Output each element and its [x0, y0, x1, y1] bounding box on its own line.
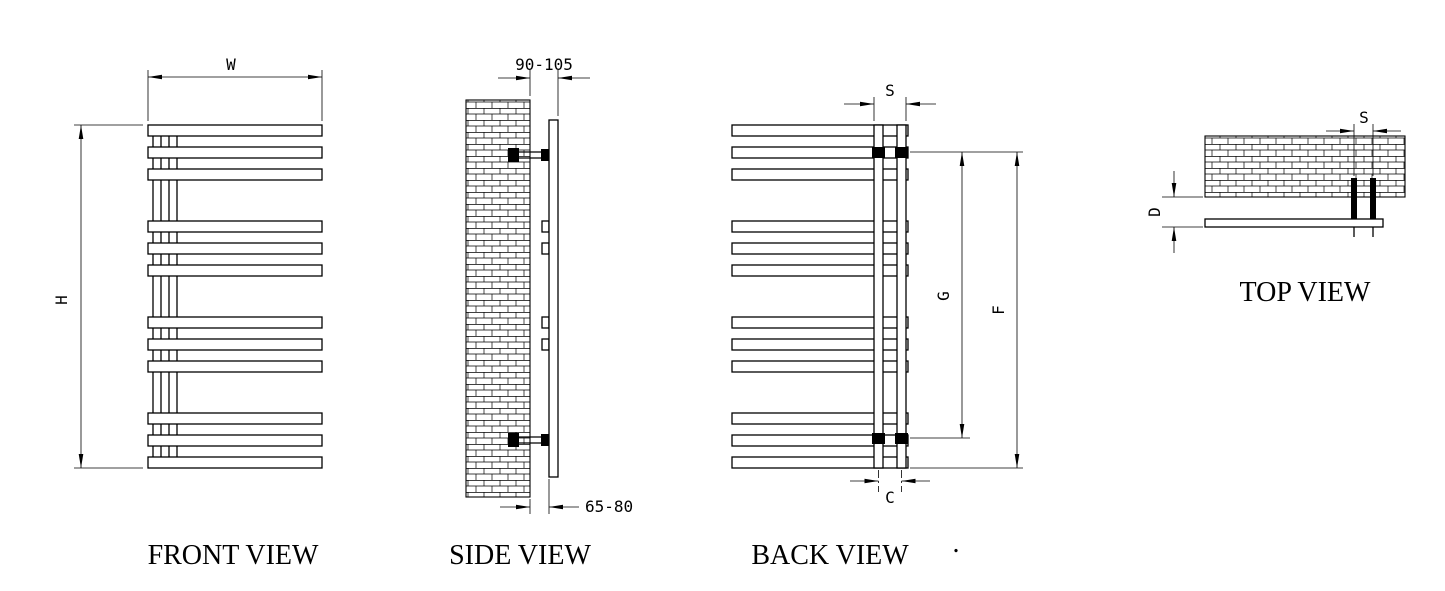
- side-view-title: SIDE VIEW: [449, 540, 591, 571]
- front-width-dimension: W: [147, 55, 323, 121]
- side-bar-end-tabs: [541, 220, 550, 351]
- back-radiator-collector-tubes: [873, 124, 907, 469]
- top-radiator-panel: [1204, 218, 1384, 228]
- top-rail-span-dimension: S: [1326, 108, 1401, 176]
- side-wall-offset-dim-label: 90-105: [515, 55, 573, 74]
- back-rail-span-bottom-dim-label: C: [885, 488, 895, 507]
- side-bracket-depth-dimension: 65-80: [500, 479, 633, 516]
- back-view: S G F C: [731, 81, 1023, 507]
- side-mounting-bracket-top: [508, 148, 549, 162]
- side-radiator-panel: [548, 119, 559, 478]
- side-wall-offset-dimension: 90-105: [498, 55, 590, 116]
- front-radiator-bars: [147, 124, 323, 469]
- front-radiator-collector-tubes: [152, 125, 178, 468]
- back-rail-span-top-dimension: S: [844, 81, 936, 121]
- front-view-title: FRONT VIEW: [148, 540, 319, 571]
- back-bracket-span-dim-label: G: [934, 291, 953, 301]
- top-depth-dim-label: D: [1145, 207, 1164, 217]
- back-view-title: BACK VIEW: [751, 540, 909, 571]
- back-mounting-brackets: [872, 147, 908, 444]
- top-mounting-brackets: [1351, 178, 1376, 220]
- back-rail-span-bottom-dimension: C: [850, 470, 930, 507]
- top-view: S D TOP VIEW: [1145, 108, 1406, 308]
- front-view: W H: [52, 55, 323, 469]
- back-bracket-span-dimension: G: [910, 151, 1023, 439]
- back-overall-span-dim-label: F: [989, 305, 1008, 315]
- top-depth-dimension: D: [1145, 171, 1203, 253]
- front-width-dim-label: W: [226, 55, 236, 74]
- front-height-dim-label: H: [52, 295, 71, 305]
- back-radiator-bars: [731, 124, 909, 469]
- back-overall-span-dimension: F: [910, 152, 1023, 469]
- top-rail-span-dim-label: S: [1359, 108, 1369, 127]
- side-view: 90-105 65-80: [465, 55, 633, 516]
- stray-dot-mark: .: [953, 528, 960, 559]
- side-mounting-bracket-bottom: [508, 433, 549, 447]
- side-bracket-depth-dim-label: 65-80: [585, 497, 633, 516]
- back-rail-span-top-dim-label: S: [885, 81, 895, 100]
- side-brick-wall: [465, 99, 531, 498]
- top-view-title: TOP VIEW: [1240, 277, 1371, 308]
- top-tube-stubs: [1353, 227, 1374, 237]
- front-height-dimension: H: [52, 124, 143, 469]
